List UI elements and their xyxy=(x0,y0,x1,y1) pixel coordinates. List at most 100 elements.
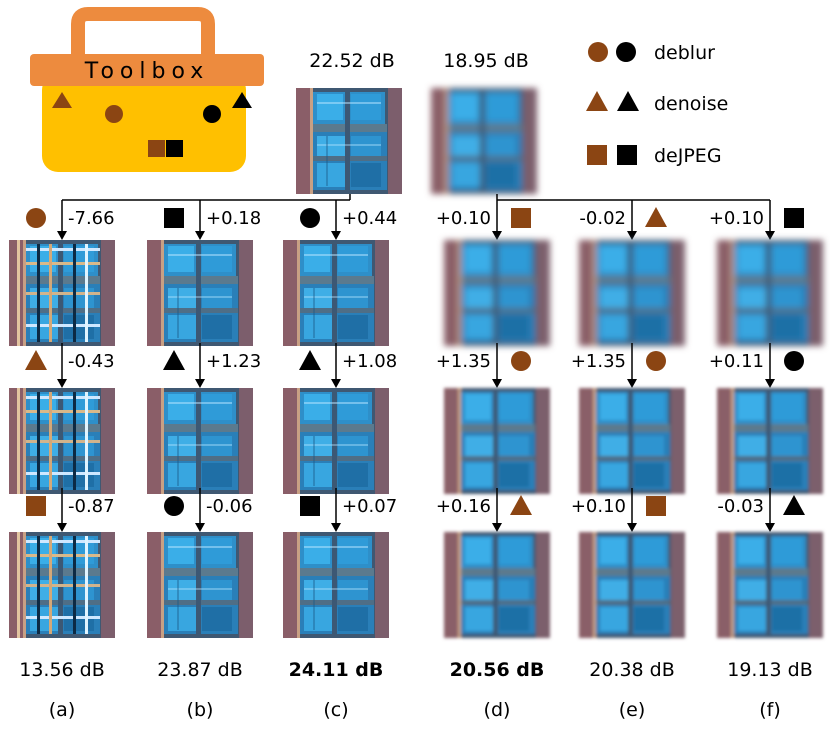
square-brown-icon xyxy=(26,496,46,516)
result-patch xyxy=(579,532,685,638)
arrow-head xyxy=(627,523,637,532)
legend-label-dejpeg: deJPEG xyxy=(654,145,722,167)
step-delta: +1.35 xyxy=(571,351,626,372)
step-delta: +1.08 xyxy=(342,351,397,372)
result-patch xyxy=(717,240,823,346)
step-delta: -0.03 xyxy=(717,496,764,517)
result-patch xyxy=(444,532,550,638)
column-caption: (c) xyxy=(323,699,348,721)
result-patch xyxy=(444,388,550,494)
input-psnr-1: 22.52 dB xyxy=(309,50,395,72)
arrow-head xyxy=(57,379,67,388)
circle-icon xyxy=(105,105,123,123)
final-psnr: 23.87 dB xyxy=(157,659,243,681)
step-delta: +0.07 xyxy=(342,496,397,517)
result-patch xyxy=(717,388,823,494)
step-delta: -7.66 xyxy=(68,208,115,229)
step-delta: +0.10 xyxy=(436,208,491,229)
result-patch xyxy=(147,388,253,494)
square-brown-icon xyxy=(511,208,531,228)
circle-icon xyxy=(203,105,221,123)
step-delta: -0.02 xyxy=(579,208,626,229)
circle-brown-icon xyxy=(511,351,531,371)
step-delta: +0.44 xyxy=(342,208,397,229)
toolbox-illustration: Toolbox xyxy=(30,7,264,172)
result-patch xyxy=(717,532,823,638)
step-delta: +0.18 xyxy=(206,208,261,229)
column-caption: (e) xyxy=(619,699,646,721)
square-icon xyxy=(148,140,165,157)
step-delta: +0.10 xyxy=(709,208,764,229)
arrow-head xyxy=(765,231,775,240)
square-black-icon xyxy=(784,208,804,228)
column-c: +0.44 +1.08 +0.07 24.11 dB (c) xyxy=(283,200,397,721)
result-patch xyxy=(9,388,115,494)
step-delta: +0.11 xyxy=(709,351,764,372)
final-psnr: 24.11 dB xyxy=(289,659,384,681)
column-caption: (f) xyxy=(759,699,781,721)
result-patch xyxy=(283,532,389,638)
column-caption: (d) xyxy=(484,699,511,721)
triangle-black-icon xyxy=(163,350,185,370)
final-psnr: 20.38 dB xyxy=(589,659,675,681)
step-delta: -0.87 xyxy=(68,496,115,517)
result-patch xyxy=(579,240,685,346)
toolbox-label: Toolbox xyxy=(84,59,210,84)
result-patch xyxy=(9,532,115,638)
arrow-head xyxy=(195,379,205,388)
triangle-brown-icon xyxy=(510,495,532,515)
triangle-brown-icon xyxy=(645,207,667,227)
legend-label-deblur: deblur xyxy=(654,42,715,64)
circle-black-icon xyxy=(784,351,804,371)
column-e: -0.02 +1.35 +0.10 20.38 dB (e) xyxy=(571,200,685,721)
step-delta: +0.10 xyxy=(571,496,626,517)
legend-circle-brown-icon xyxy=(588,42,608,62)
arrow-head xyxy=(195,231,205,240)
square-icon xyxy=(166,140,183,157)
arrow-head xyxy=(627,379,637,388)
arrow-head xyxy=(627,231,637,240)
legend-square-black-icon xyxy=(617,145,637,165)
result-patch xyxy=(283,388,389,494)
legend-label-denoise: denoise xyxy=(654,93,728,115)
square-black-icon xyxy=(164,208,184,228)
arrow-head xyxy=(195,523,205,532)
column-f: +0.10 +0.11 -0.03 19.13 dB (f) xyxy=(709,200,823,721)
arrow-head xyxy=(331,523,341,532)
step-delta: -0.06 xyxy=(206,496,253,517)
input-patch-2 xyxy=(431,88,537,194)
triangle-black-icon xyxy=(783,495,805,515)
toolbox-lid xyxy=(30,54,264,86)
connectors xyxy=(62,194,770,201)
result-patch xyxy=(579,388,685,494)
legend-circle-black-icon xyxy=(616,42,636,62)
final-psnr: 19.13 dB xyxy=(727,659,813,681)
arrow-head xyxy=(765,523,775,532)
step-delta: +0.16 xyxy=(436,496,491,517)
result-patch xyxy=(9,240,115,346)
arrow-head xyxy=(765,379,775,388)
circle-brown-icon xyxy=(26,208,46,228)
step-delta: +1.35 xyxy=(436,351,491,372)
triangle-black-icon xyxy=(299,350,321,370)
legend-triangle-brown-icon xyxy=(586,91,608,111)
arrow-head xyxy=(331,231,341,240)
arrow-head xyxy=(57,523,67,532)
result-patch xyxy=(283,240,389,346)
step-delta: -0.43 xyxy=(68,351,115,372)
square-black-icon xyxy=(300,496,320,516)
toolbox-body xyxy=(42,74,246,172)
result-patch xyxy=(444,240,550,346)
arrow-head xyxy=(492,231,502,240)
legend-square-brown-icon xyxy=(587,145,607,165)
triangle-icon xyxy=(232,92,252,108)
arrow-head xyxy=(57,231,67,240)
triangle-icon xyxy=(52,92,72,108)
square-brown-icon xyxy=(646,496,666,516)
column-caption: (a) xyxy=(49,699,75,721)
